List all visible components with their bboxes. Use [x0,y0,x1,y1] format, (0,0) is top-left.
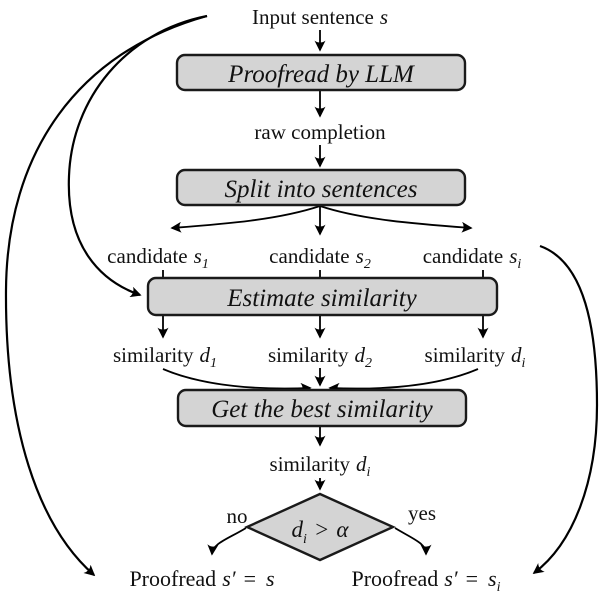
branch-yes-label: yes [408,501,436,525]
node-proofread-box [175,53,467,92]
arrow-similarity-i-to-best [328,368,479,394]
node-decision-diamond [244,492,396,562]
edges [4,14,599,577]
branch-no-label: no [227,504,248,528]
node-split-box [175,168,467,207]
curve-candidate-i-to-output-yes [532,244,599,574]
estimate-box-label: Estimate similarity [226,285,417,312]
arrow-decision-no [207,527,247,556]
raw-completion-label: raw completion [254,120,386,144]
proofread-box-label: Proofread by LLM [227,61,415,88]
arrow-split-to-candidate-i [319,205,473,233]
arrow-similarity-1-to-best [162,368,312,394]
arrow-decision-yes [394,527,432,556]
node-estimate-box [146,276,499,317]
node-best-box [176,388,468,428]
curve-input-to-output-no [4,14,208,577]
decision-label: di>α [292,517,350,547]
arrow-split-to-candidate-1 [170,205,321,233]
best-box-label: Get the best similarity [211,396,433,423]
split-box-label: Split into sentences [224,176,417,203]
